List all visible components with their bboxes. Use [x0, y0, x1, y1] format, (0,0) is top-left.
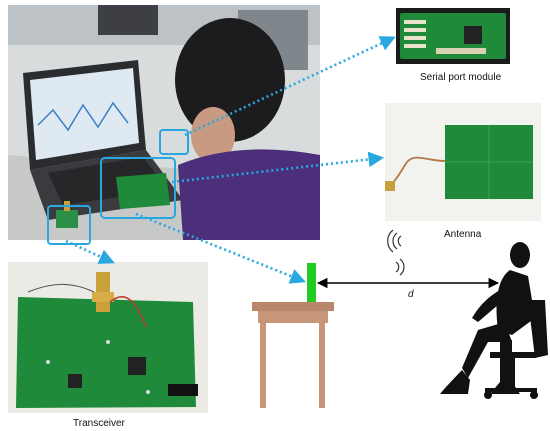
transceiver-drawing — [8, 262, 208, 413]
seated-person-silhouette — [440, 242, 548, 399]
arrow-to-transceiver — [65, 239, 115, 264]
arrow-to-serial-port — [184, 36, 396, 137]
antenna-caption: Antenna — [444, 229, 482, 240]
table-illustration — [252, 302, 334, 408]
transceiver-photo — [8, 262, 208, 413]
transceiver-caption: Transceiver — [73, 418, 125, 429]
callout-box-antenna — [100, 157, 176, 219]
setup-photo-drawing — [8, 5, 320, 240]
serial-port-module-photo — [396, 8, 510, 64]
callout-box-serial-port — [159, 129, 189, 155]
callout-box-transceiver — [47, 205, 91, 245]
antenna-bar — [307, 263, 316, 302]
distance-label: d — [408, 289, 414, 300]
signal-waves-icon — [387, 229, 405, 276]
arrow-to-table-antenna — [135, 212, 306, 284]
serial-port-module-drawing — [396, 8, 510, 64]
arrow-to-antenna — [171, 151, 385, 184]
serial-port-module-caption: Serial port module — [420, 72, 502, 83]
antenna-drawing — [385, 103, 541, 221]
antenna-photo — [385, 103, 541, 221]
setup-photo — [8, 5, 320, 240]
